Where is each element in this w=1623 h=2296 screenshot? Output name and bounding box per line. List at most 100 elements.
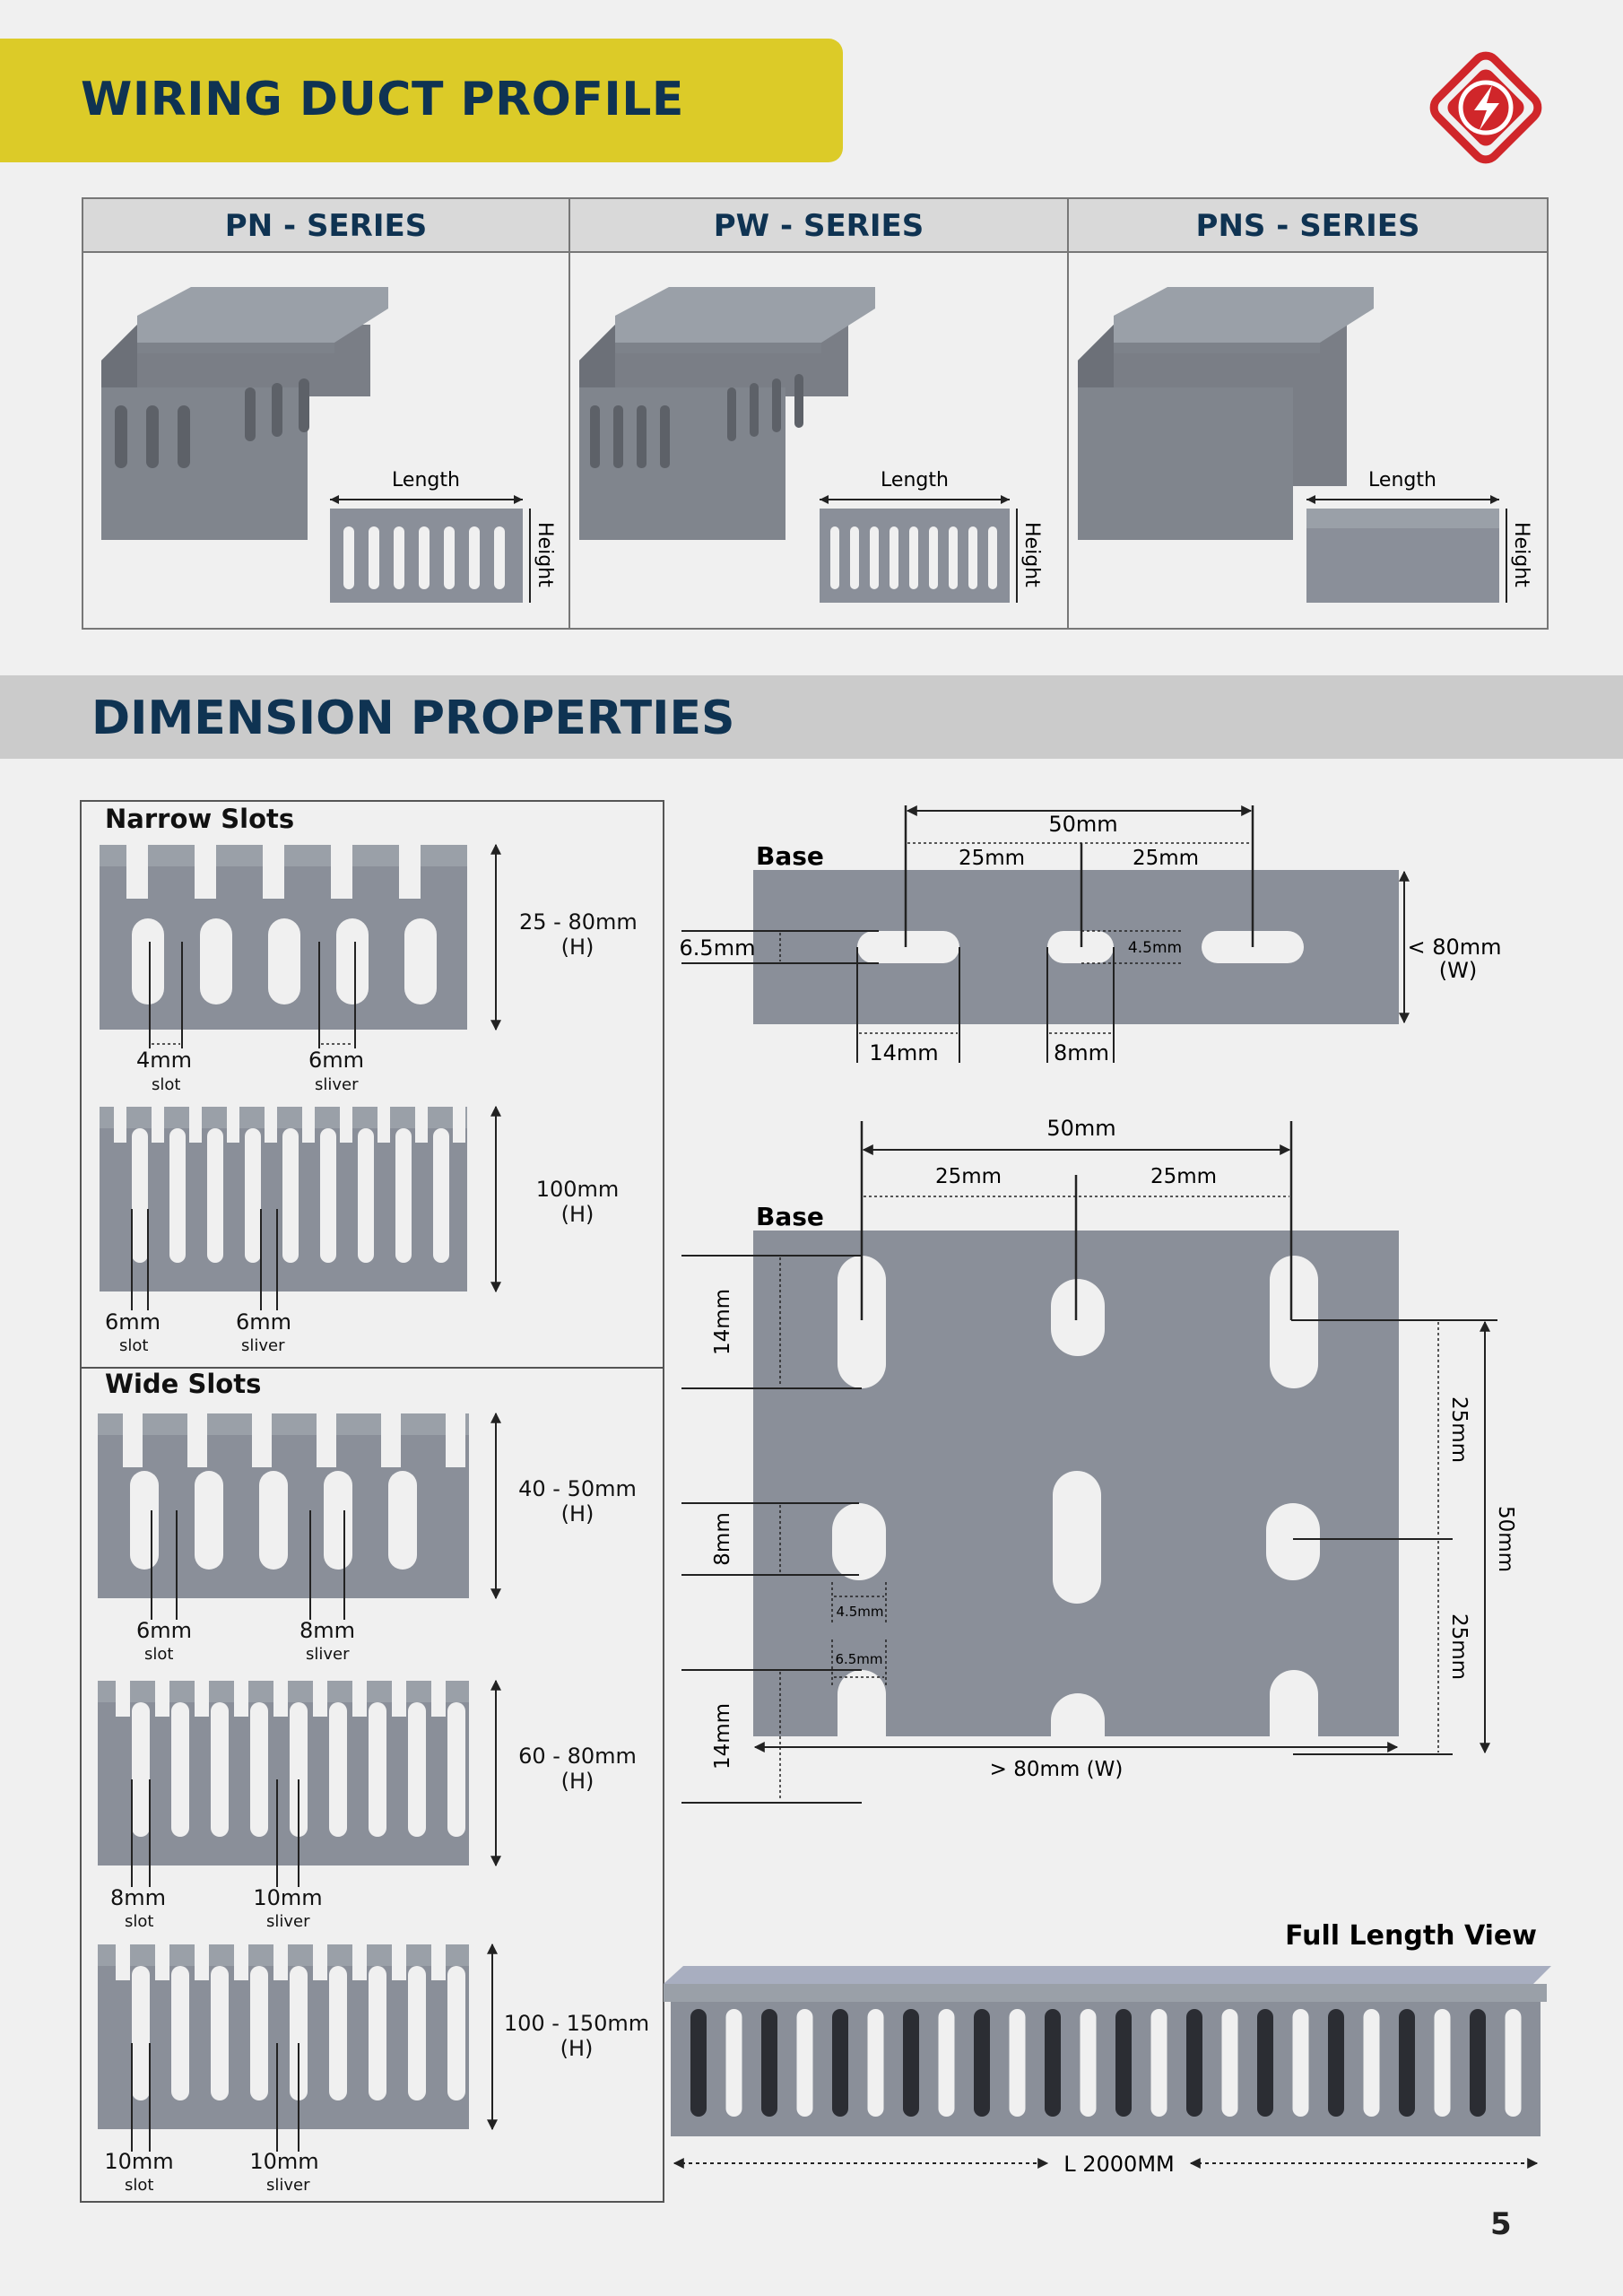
base1-25mm-left: 25mm bbox=[959, 847, 1025, 870]
wide-c-sliver-word: sliver bbox=[266, 2176, 310, 2195]
full-length-slot bbox=[1045, 2009, 1061, 2117]
wide-b-height: 60 - 80mm(H) bbox=[518, 1744, 637, 1794]
wide-profile-b bbox=[98, 1679, 501, 1887]
wide-b-sliver-size: 10mm bbox=[253, 1885, 323, 1910]
narrow-b-slot-word: slot bbox=[119, 1336, 149, 1355]
base-diagram-narrow: 50mm 25mm 25mm Base 6.5mm 4.5mm 14mm 8mm… bbox=[680, 805, 1502, 1065]
narrow-b-height: 100mm(H) bbox=[535, 1177, 620, 1227]
base-diagrams: 50mm 25mm 25mm Base 6.5mm 4.5mm 14mm 8mm… bbox=[664, 805, 1551, 2177]
pw-series-column: PW - SERIES Length bbox=[570, 199, 1069, 628]
wide-a-height: 40 - 50mm(H) bbox=[518, 1476, 637, 1526]
full-length-slot bbox=[761, 2009, 777, 2117]
wide-b-slot-word: slot bbox=[125, 1912, 154, 1931]
full-length-slot bbox=[690, 2009, 707, 2117]
narrow-a-sliver-size: 6mm bbox=[308, 1048, 365, 1073]
base2-title: Base bbox=[756, 1202, 824, 1231]
narrow-b-slot-size: 6mm bbox=[104, 1309, 161, 1335]
pns-series-illustration: Length Height bbox=[1078, 287, 1532, 603]
base2-right-25mm-top: 25mm bbox=[1447, 1396, 1471, 1463]
base-diagram-wide: 50mm 25mm 25mm Base 14mm 8mm 4.5mm 6.5mm… bbox=[681, 1116, 1517, 1804]
slots-panel: Narrow Slots Wide Slots bbox=[80, 800, 664, 2203]
pns-height-label: Height bbox=[1510, 522, 1532, 587]
wide-c-sliver-size: 10mm bbox=[249, 2149, 319, 2174]
base1-25mm-right: 25mm bbox=[1133, 847, 1199, 870]
narrow-profile-a bbox=[100, 843, 501, 1048]
narrow-a-slot-size: 4mm bbox=[135, 1048, 193, 1073]
section-title: DIMENSION PROPERTIES bbox=[91, 691, 735, 745]
pns-series-column: PNS - SERIES Length Height bbox=[1069, 199, 1547, 628]
full-length-slot bbox=[1328, 2009, 1344, 2117]
dimension-section-bar: DIMENSION PROPERTIES bbox=[0, 675, 1623, 759]
base2-25mm-left: 25mm bbox=[935, 1165, 1002, 1188]
slot-profiles bbox=[98, 843, 501, 2152]
base2-6.5mm: 6.5mm bbox=[835, 1651, 882, 1667]
base2-width: > 80mm (W) bbox=[990, 1758, 1124, 1781]
pn-series-column: PN - SERIES Length bbox=[83, 199, 570, 628]
full-length-slot bbox=[867, 2009, 884, 2117]
pns-length-label: Length bbox=[1368, 469, 1436, 491]
narrow-profile-b bbox=[100, 1105, 501, 1310]
wide-b-sliver-word: sliver bbox=[266, 1912, 310, 1931]
narrow-b-sliver-word: sliver bbox=[241, 1336, 285, 1355]
base2-14mm-top: 14mm bbox=[711, 1289, 734, 1355]
pw-length-label: Length bbox=[881, 469, 949, 491]
full-length-slot bbox=[725, 2009, 742, 2117]
pn-length-label: Length bbox=[392, 469, 460, 491]
wide-a-slot-word: slot bbox=[144, 1645, 174, 1664]
base2-right-25mm-bottom: 25mm bbox=[1447, 1613, 1471, 1680]
pn-series-header: PN - SERIES bbox=[83, 199, 568, 253]
full-length-slot bbox=[832, 2009, 848, 2117]
panel-divider bbox=[82, 1367, 663, 1369]
full-length-slot bbox=[1292, 2009, 1309, 2117]
base2-25mm-right: 25mm bbox=[1150, 1165, 1217, 1188]
base1-50mm: 50mm bbox=[1048, 812, 1117, 837]
full-length-slot bbox=[938, 2009, 955, 2117]
full-length-slot bbox=[1363, 2009, 1380, 2117]
narrow-slots-title: Narrow Slots bbox=[105, 804, 295, 834]
full-length-label: L 2000MM bbox=[1063, 2152, 1175, 2177]
wide-c-slot-size: 10mm bbox=[104, 2149, 174, 2174]
title-banner: WIRING DUCT PROFILE bbox=[0, 39, 843, 162]
full-length-slot bbox=[1150, 2009, 1167, 2117]
full-length-slot bbox=[796, 2009, 813, 2117]
full-length-slot bbox=[1221, 2009, 1238, 2117]
full-length-slot bbox=[1257, 2009, 1273, 2117]
pn-series-illustration: Length Height bbox=[101, 287, 556, 603]
wide-c-height: 100 - 150mm(H) bbox=[503, 2011, 650, 2061]
full-length-slot bbox=[1115, 2009, 1132, 2117]
narrow-a-slot-word: slot bbox=[152, 1075, 181, 1094]
page-number: 5 bbox=[1490, 2206, 1512, 2242]
full-length-slot bbox=[974, 2009, 990, 2117]
full-length-slot bbox=[903, 2009, 919, 2117]
wide-profile-a bbox=[98, 1412, 501, 1620]
base2-right-50mm: 50mm bbox=[1494, 1506, 1517, 1572]
full-length-slots bbox=[690, 2009, 1522, 2117]
wide-a-sliver-word: sliver bbox=[306, 1645, 350, 1664]
pw-series-illustration: Length Height bbox=[579, 287, 1043, 603]
base1-14mm: 14mm bbox=[869, 1040, 938, 1065]
wide-a-slot-size: 6mm bbox=[135, 1618, 193, 1643]
wide-slots-title: Wide Slots bbox=[105, 1369, 262, 1399]
full-length-slot bbox=[1505, 2009, 1522, 2117]
base1-width: < 80mm bbox=[1407, 935, 1501, 960]
wide-a-sliver-size: 8mm bbox=[299, 1618, 356, 1643]
narrow-a-height: 25 - 80mm(H) bbox=[519, 909, 638, 960]
full-length-slot bbox=[1009, 2009, 1026, 2117]
wide-c-slot-word: slot bbox=[125, 2176, 154, 2195]
base1-8mm: 8mm bbox=[1054, 1040, 1109, 1065]
page-title: WIRING DUCT PROFILE bbox=[81, 73, 684, 126]
base1-4.5mm: 4.5mm bbox=[1128, 939, 1182, 957]
full-length-slot bbox=[1186, 2009, 1202, 2117]
pw-series-header: PW - SERIES bbox=[570, 199, 1067, 253]
base2-14mm-bottom: 14mm bbox=[711, 1703, 734, 1770]
pw-height-label: Height bbox=[1020, 522, 1043, 587]
wide-profile-c bbox=[98, 1943, 498, 2152]
base2-4.5mm: 4.5mm bbox=[836, 1604, 883, 1620]
full-length-slot bbox=[1080, 2009, 1097, 2117]
full-length-slot bbox=[1434, 2009, 1451, 2117]
brand-logo bbox=[1429, 51, 1542, 164]
pns-series-header: PNS - SERIES bbox=[1069, 199, 1547, 253]
pn-height-label: Height bbox=[534, 522, 556, 587]
base2-8mm: 8mm bbox=[711, 1512, 734, 1565]
base1-6.5mm: 6.5mm bbox=[680, 935, 756, 961]
